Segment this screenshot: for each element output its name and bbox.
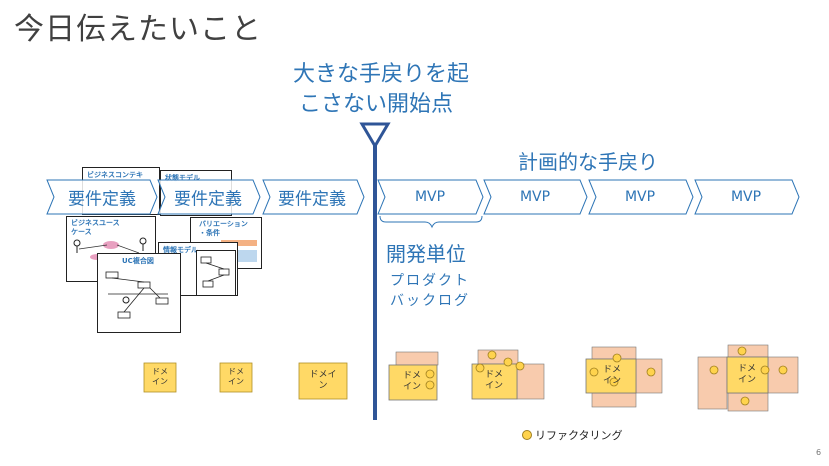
requirements-label-1: 要件定義 bbox=[68, 189, 136, 210]
domain-ext-4c bbox=[767, 356, 799, 394]
business-usecase-doc-title: ビジネスユース ケース bbox=[71, 219, 120, 236]
variation-doc-title: バリエーション ・条件 bbox=[199, 220, 248, 237]
domain-label-5: ドメ イン bbox=[484, 370, 504, 391]
domain-box-3 bbox=[298, 362, 348, 400]
refactor-dot bbox=[709, 365, 719, 375]
mvp-chevron-3 bbox=[588, 179, 694, 215]
business-context-doc-title: ビジネスコンテキ bbox=[87, 171, 143, 179]
refactor-dot bbox=[475, 363, 485, 373]
dev-unit-brace bbox=[379, 215, 483, 229]
refactor-dot bbox=[487, 350, 497, 360]
domain-box-7 bbox=[726, 356, 769, 394]
domain-label-2: ドメ イン bbox=[228, 367, 244, 386]
domain-ext-3b bbox=[635, 358, 663, 394]
domain-label-6: ドメ イン bbox=[602, 365, 622, 386]
mvp-chevron-1 bbox=[377, 179, 484, 215]
start-point-label-line2: こさない開始点 bbox=[299, 92, 454, 117]
uc-composite-doc: UC複合図 bbox=[97, 253, 181, 333]
start-point-triangle-icon bbox=[359, 122, 391, 149]
info-model-doc-title: 情報モデル bbox=[163, 246, 198, 254]
domain-ext-3c bbox=[591, 392, 637, 408]
refactor-dot bbox=[515, 361, 525, 371]
uc-composite-sketch bbox=[105, 271, 169, 319]
requirements-chevron-1 bbox=[46, 179, 158, 215]
refactor-dot bbox=[589, 367, 599, 377]
mvp-chevron-2 bbox=[483, 179, 588, 215]
page-number: 6 bbox=[816, 448, 822, 457]
mvp-chevrons bbox=[377, 179, 800, 215]
refactoring-dot-icon bbox=[522, 430, 532, 440]
mvp-label-1: MVP bbox=[414, 189, 446, 205]
info-model-sketch bbox=[200, 256, 230, 288]
dev-unit-label: 開発単位 bbox=[386, 242, 466, 266]
domain-ext-4a bbox=[727, 344, 769, 358]
domain-label-1: ドメ イン bbox=[152, 367, 168, 386]
refactor-dot bbox=[612, 353, 622, 363]
domain-label-7: ドメ イン bbox=[737, 364, 757, 385]
planned-rework-label: 計画的な手戻り bbox=[518, 150, 658, 174]
refactor-dot bbox=[778, 365, 788, 375]
requirements-chevron-2 bbox=[157, 179, 261, 215]
state-model-doc-title: 状態モデル bbox=[165, 174, 200, 182]
domain-ext-4b bbox=[697, 356, 728, 410]
refactor-dot bbox=[646, 367, 656, 377]
domain-box-2 bbox=[219, 362, 253, 393]
slide-title: 今日伝えたいこと bbox=[14, 12, 262, 47]
start-point-label-line1: 大きな手戻りを起 bbox=[293, 62, 470, 87]
refactoring-dots bbox=[425, 346, 788, 406]
refactor-dot bbox=[737, 346, 747, 356]
domain-box-1 bbox=[143, 362, 177, 393]
requirements-label-3: 要件定義 bbox=[278, 189, 346, 210]
refactor-dot bbox=[609, 377, 619, 387]
info-model-detail bbox=[196, 250, 236, 296]
refactoring-legend-label: リファクタリング bbox=[535, 429, 623, 442]
refactor-dot bbox=[760, 365, 770, 375]
refactoring-legend: リファクタリング bbox=[522, 427, 623, 443]
product-backlog-line1: プロダクト bbox=[390, 273, 470, 289]
domain-label-4: ドメ イン bbox=[402, 371, 422, 392]
refactor-dot bbox=[740, 396, 750, 406]
refactor-dot bbox=[503, 357, 513, 367]
requirements-label-2: 要件定義 bbox=[174, 189, 242, 210]
requirements-chevron-3 bbox=[262, 179, 365, 215]
domain-label-3: ドメイ ン bbox=[309, 370, 337, 391]
mvp-label-4: MVP bbox=[730, 189, 762, 205]
mvp-chevron-4 bbox=[694, 179, 800, 215]
domain-ext-1a bbox=[395, 351, 439, 366]
mvp-label-3: MVP bbox=[624, 189, 656, 205]
product-backlog-line2: バックログ bbox=[390, 293, 470, 309]
refactor-dot bbox=[425, 369, 435, 379]
uc-composite-doc-title: UC複合図 bbox=[122, 257, 154, 265]
requirements-chevrons bbox=[46, 179, 365, 215]
mvp-label-2: MVP bbox=[519, 189, 551, 205]
refactor-dot bbox=[425, 380, 435, 390]
